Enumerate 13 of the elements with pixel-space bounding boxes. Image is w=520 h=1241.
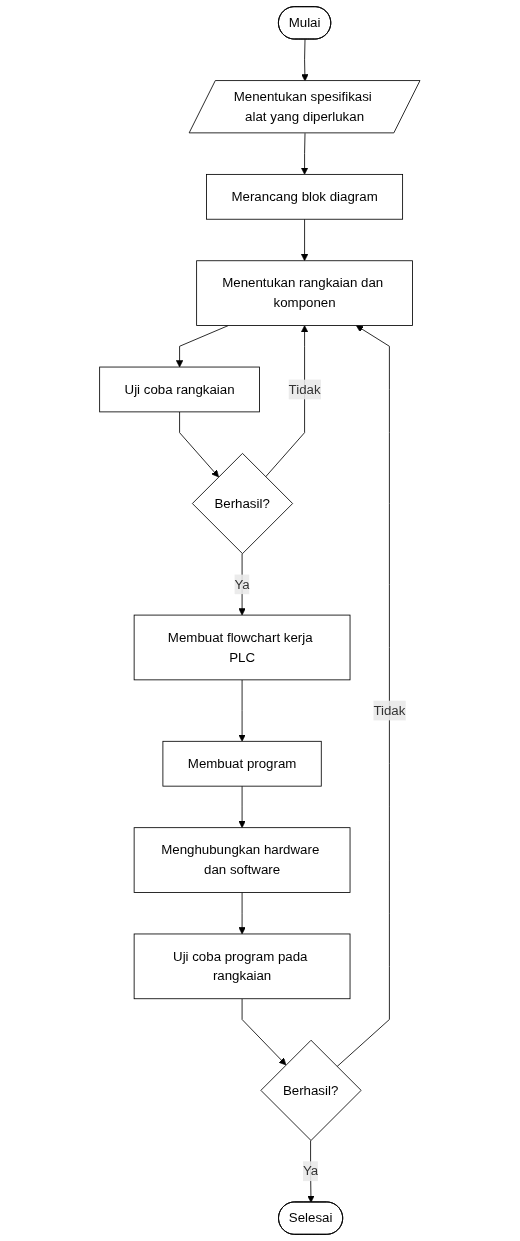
edge-label: Ya: [234, 576, 250, 592]
node-diamond: Berhasil?: [192, 453, 294, 555]
node-box: Menghubungkan hardware dan software: [133, 827, 351, 893]
node-diamond: Berhasil?: [260, 1039, 362, 1141]
edge-label: Tidak: [288, 382, 321, 397]
node-box: Membuat flowchart kerja PLC: [133, 614, 351, 681]
node-box: Uji coba program pada rangkaian: [133, 933, 351, 1000]
edge-label: Tidak: [373, 703, 406, 718]
edge-label: Ya: [303, 1163, 319, 1178]
node-box: Menentukan rangkaian dan komponen: [196, 260, 414, 326]
node-box: Merancang blok diagram: [206, 174, 404, 220]
node-box: Uji coba rangkaian: [99, 366, 261, 413]
node-box: Membuat program: [162, 740, 322, 787]
